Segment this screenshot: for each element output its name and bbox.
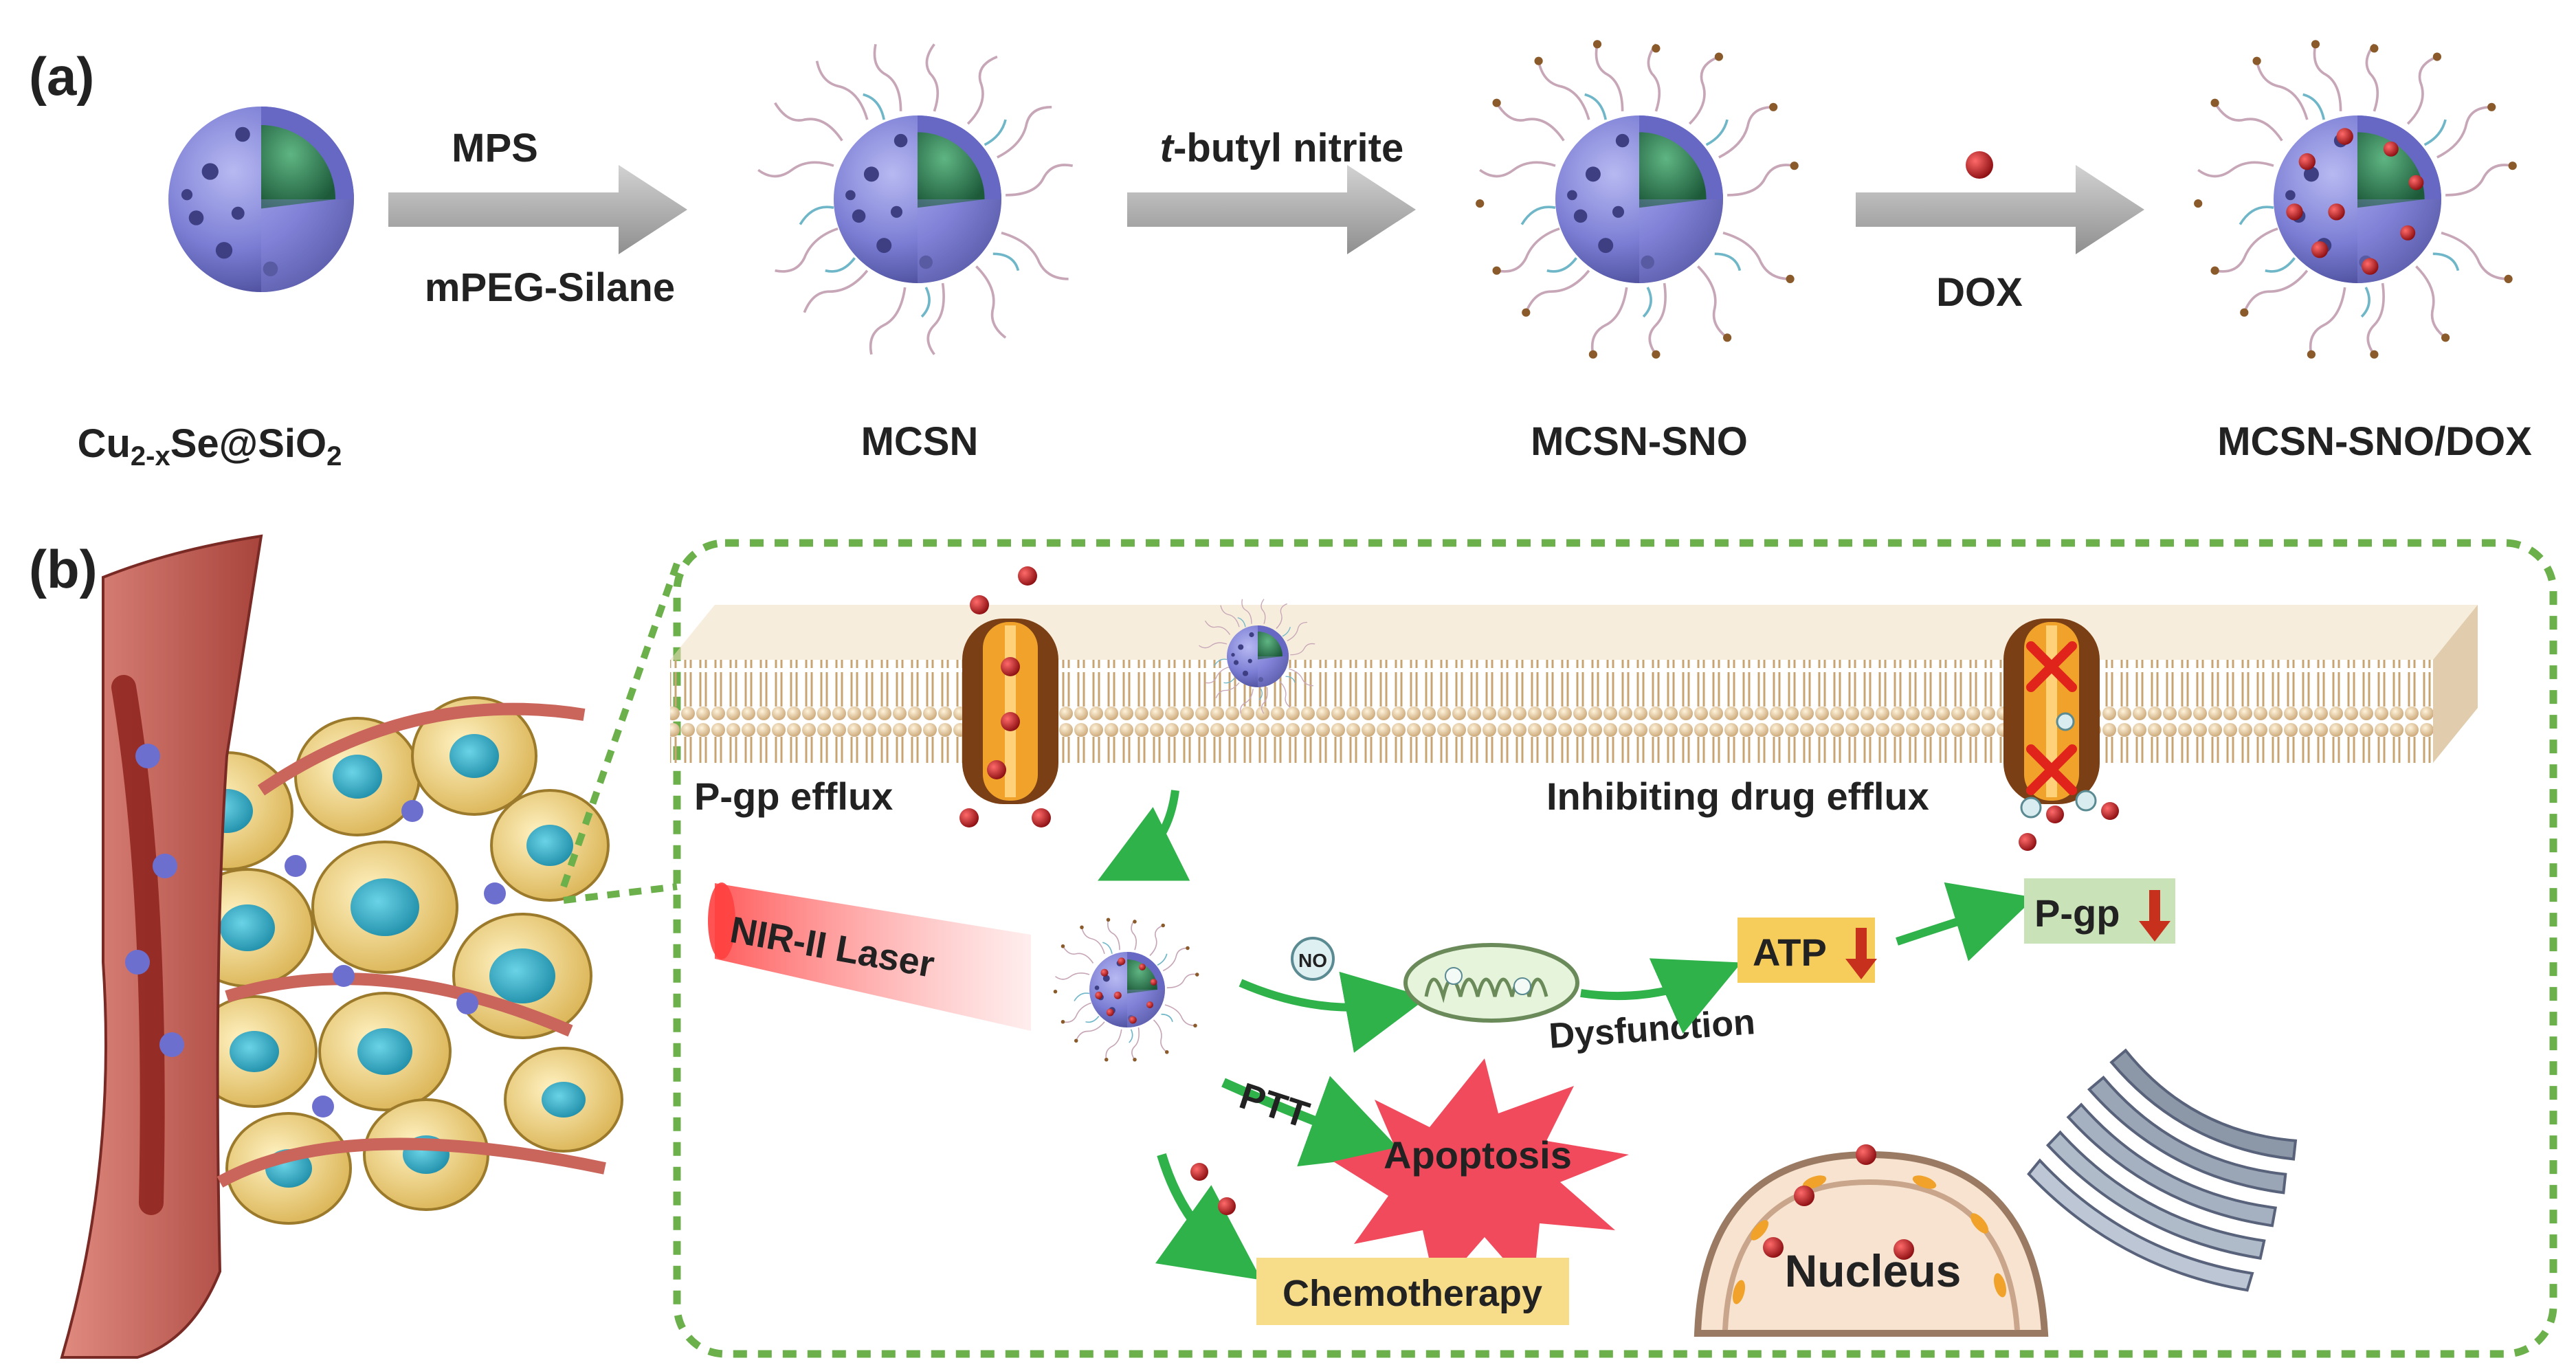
nucleus-label: Nucleus (1785, 1245, 1962, 1296)
step3-label: MCSN-SNO (1531, 419, 1748, 464)
tumor-cells (160, 696, 623, 1225)
arrow-step-2 (1127, 165, 1416, 254)
arrow1-top-label: MPS (452, 126, 538, 170)
arrow-chemo (1155, 1153, 1262, 1280)
zoom-line-top (560, 562, 680, 888)
arrow-step-3 (1856, 165, 2144, 254)
atp-label: ATP (1753, 931, 1827, 974)
dox-top-2 (970, 595, 989, 614)
mcsn-sno-particle (1476, 40, 1799, 359)
step1-cu: Cu (78, 421, 131, 466)
step1-mid: Se@SiO (170, 421, 326, 466)
tumor-tissue-illustration (60, 534, 680, 1359)
dox-chemo-1 (1190, 1163, 1208, 1181)
atp-box: ATP (1737, 918, 1877, 983)
arrow-to-atp (1580, 958, 1742, 1034)
step4-label: MCSN-SNO/DOX (2217, 419, 2532, 464)
arrow2-rest: -butyl nitrite (1173, 126, 1403, 170)
step1-sub2: 2 (326, 441, 342, 471)
pgp-down-box: P-gp (2024, 878, 2175, 944)
inhibited-efflux-dots (2019, 790, 2119, 851)
zoom-line-bottom (563, 883, 678, 904)
pgp-pump-left (959, 619, 1058, 827)
dysfunction-label: Dysfunction (1548, 1002, 1757, 1056)
step1-sub: 2-x (131, 441, 170, 471)
arrow-step-1 (388, 165, 687, 254)
cu2xse-sio2-particle (168, 107, 354, 292)
mcsn-particle (757, 43, 1074, 356)
dox-chemo-2 (1218, 1197, 1236, 1215)
chemotherapy-box: Chemotherapy (1256, 1258, 1569, 1325)
arrow-to-pgp (1896, 882, 2035, 962)
chemo-label: Chemotherapy (1283, 1273, 1542, 1314)
panel-b-label: (b) (29, 539, 98, 599)
ptt-label: PTT (1234, 1075, 1314, 1136)
nucleus: Nucleus (1694, 1144, 2049, 1337)
nir-laser: NIR-II Laser (708, 882, 1031, 1031)
apoptosis-label: Apoptosis (1384, 1133, 1572, 1177)
atp-down-arrow-icon (1845, 928, 1877, 979)
no-bubble (1291, 937, 1335, 981)
blood-vessel (60, 534, 263, 1359)
arrow2-top-label: t-butyl nitrite (1160, 126, 1403, 170)
no-label: NO (1298, 950, 1327, 971)
apoptosis-burst: Apoptosis (1333, 1058, 1629, 1292)
step1-label: Cu2-xSe@SiO2 (78, 421, 342, 471)
arrow-to-mitochondria (1239, 971, 1428, 1053)
step2-label: MCSN (861, 419, 979, 464)
dox-top-1 (1018, 566, 1037, 586)
tissue-nanoparticles (125, 744, 506, 1118)
mitochondria-icon (1403, 943, 1579, 1023)
zoom-box (673, 539, 2557, 1358)
pgp-box-label: P-gp (2034, 891, 2120, 935)
inhibiting-efflux-label: Inhibiting drug efflux (1546, 775, 1929, 818)
arrow-ptt (1221, 1076, 1404, 1167)
central-nanoparticle (1053, 918, 1199, 1062)
dox-molecule-icon (1966, 151, 1993, 179)
golgi-apparatus-icon (2027, 1048, 2298, 1292)
pgp-efflux-label: P-gp efflux (694, 775, 893, 818)
arrow1-bottom-label: mPEG-Silane (425, 265, 675, 310)
panel-a-label: (a) (29, 46, 94, 107)
cell-membrane (670, 605, 2478, 763)
mcsn-sno-dox-particle (2194, 40, 2517, 359)
arrow2-italic: t (1160, 126, 1175, 170)
arrow-enter-cell (1098, 790, 1190, 881)
pgp-pump-right-inhibited (2003, 619, 2100, 804)
pgp-down-arrow-icon (2139, 890, 2170, 942)
arrow3-bottom-label: DOX (1936, 270, 2023, 315)
